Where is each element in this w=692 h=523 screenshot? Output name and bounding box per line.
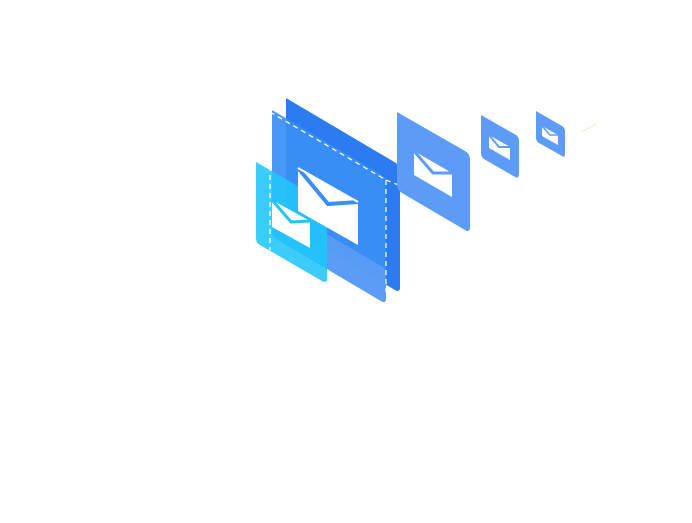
main-panel-lower [320,230,386,302]
trail-line [580,123,597,133]
envelope-icon [296,166,359,245]
envelope-icon [270,199,311,248]
envelope-icon [412,150,452,197]
envelope-icon [541,125,558,145]
envelope-icon [488,134,510,160]
dashed-outline [269,111,437,292]
